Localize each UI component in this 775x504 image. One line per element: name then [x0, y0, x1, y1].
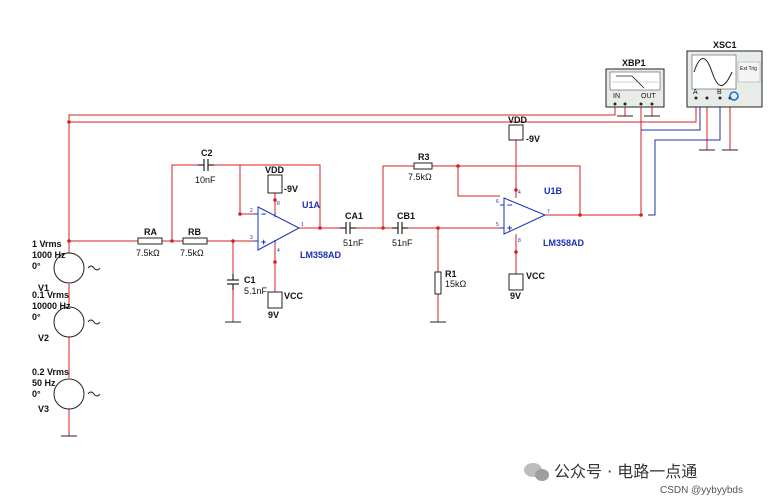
vdd1-value: -9V [284, 184, 298, 194]
u1a-part: LM358AD [300, 250, 342, 260]
xsc1-channel-b: B [717, 89, 722, 96]
bode-plotter-xbp1[interactable] [605, 68, 665, 108]
supply-vcc-2[interactable]: VCC 9V [508, 271, 546, 301]
u1b-pin-plus: 5 [496, 222, 499, 228]
capacitor-c1[interactable] [227, 274, 239, 290]
v1-frequency: 1000 Hz [32, 250, 66, 260]
xbp1-in-label: IN [613, 93, 620, 100]
capacitor-c2[interactable] [198, 159, 214, 171]
r1-value: 15kΩ [445, 279, 467, 289]
rb-name: RB [188, 227, 201, 237]
wire-blue-scope-a [641, 107, 701, 131]
ra-value: 7.5kΩ [136, 248, 160, 258]
u1a-pin-minus: 2 [250, 208, 253, 214]
u1b-minus-sign: − [507, 200, 512, 210]
opamp-u1b[interactable]: − + [500, 197, 547, 235]
ca1-name: CA1 [345, 211, 363, 221]
resistor-ra[interactable]: RA 7.5kΩ [136, 227, 163, 258]
u1a-minus-sign: − [261, 209, 266, 219]
wires-red [68, 107, 731, 436]
junction-dots [67, 120, 643, 264]
resistor-r3[interactable]: R3 7.5kΩ [408, 152, 433, 182]
v2-frequency: 10000 Hz [32, 301, 71, 311]
supply-vdd-1[interactable]: VDD -9V [265, 165, 298, 194]
u1a-pin-out: 1 [301, 222, 304, 228]
watermark-credit: CSDN @yybyybds [660, 485, 743, 496]
watermark-brand: 公众号 · 电路一点通 [554, 462, 697, 481]
u1b-pin-top: 4 [518, 190, 521, 196]
source-v2[interactable] [53, 306, 101, 338]
ca1-value: 51nF [343, 238, 364, 248]
ra-name: RA [144, 227, 157, 237]
ground-symbols [61, 115, 738, 437]
u1b-part: LM358AD [543, 238, 585, 248]
supply-vcc-1[interactable]: VCC 9V [267, 278, 304, 320]
vdd2-name: VDD [508, 115, 528, 125]
v3-frequency: 50 Hz [32, 378, 56, 388]
v2-amplitude: 0.1 Vrms [32, 290, 69, 300]
vcc2-name: VCC [526, 271, 546, 281]
xsc1-ext-trig: Ext Trig [740, 66, 757, 72]
source-v3[interactable] [53, 378, 101, 410]
vcc2-value: 9V [510, 291, 521, 301]
vcc1-value: 9V [268, 310, 279, 320]
cb1-value: 51nF [392, 238, 413, 248]
xbp1-out-label: OUT [641, 93, 657, 100]
capacitor-ca1[interactable] [340, 222, 356, 234]
v3-amplitude: 0.2 Vrms [32, 367, 69, 377]
wechat-logo-icon [524, 463, 549, 481]
oscilloscope-xsc1[interactable] [686, 50, 763, 108]
r3-value: 7.5kΩ [408, 172, 432, 182]
r3-name: R3 [418, 152, 430, 162]
v1-phase: 0° [32, 261, 41, 271]
v2-name: V2 [38, 333, 49, 343]
c2-value: 10nF [195, 175, 216, 185]
xsc1-channel-a: A [693, 89, 698, 96]
opamp-u1a[interactable]: − + [254, 206, 301, 251]
v3-name: V3 [38, 404, 49, 414]
vdd2-value: -9V [526, 134, 540, 144]
wire-blue-scope-b [648, 107, 721, 216]
source-v1[interactable] [53, 252, 101, 284]
c1-name: C1 [244, 275, 256, 285]
xbp1-name: XBP1 [622, 58, 646, 68]
xsc1-name: XSC1 [713, 40, 737, 50]
resistor-r1[interactable]: R1 15kΩ [434, 269, 467, 295]
supply-vdd-2[interactable]: VDD -9V [508, 115, 540, 144]
v2-phase: 0° [32, 312, 41, 322]
u1a-pin-bottom: 4 [277, 248, 280, 254]
cb1-name: CB1 [397, 211, 415, 221]
u1a-pin-top: 8 [277, 201, 280, 207]
u1a-label: U1A [302, 200, 321, 210]
c1-value: 5.1nF [244, 286, 268, 296]
vcc1-name: VCC [284, 291, 304, 301]
r1-name: R1 [445, 269, 457, 279]
u1a-pin-plus: 3 [250, 235, 253, 241]
u1b-pin-minus: 6 [496, 199, 499, 205]
rb-value: 7.5kΩ [180, 248, 204, 258]
u1b-label: U1B [544, 186, 563, 196]
u1b-pin-out: 7 [547, 209, 550, 215]
c2-name: C2 [201, 148, 213, 158]
resistor-rb[interactable]: RB 7.5kΩ [180, 227, 208, 258]
v1-name: V1 [38, 283, 49, 293]
capacitor-cb1[interactable] [392, 222, 408, 234]
u1a-plus-sign: + [261, 237, 266, 247]
u1b-plus-sign: + [507, 223, 512, 233]
u1b-pin-bottom: 8 [518, 238, 521, 244]
v1-amplitude: 1 Vrms [32, 239, 62, 249]
v3-phase: 0° [32, 389, 41, 399]
vdd1-name: VDD [265, 165, 285, 175]
